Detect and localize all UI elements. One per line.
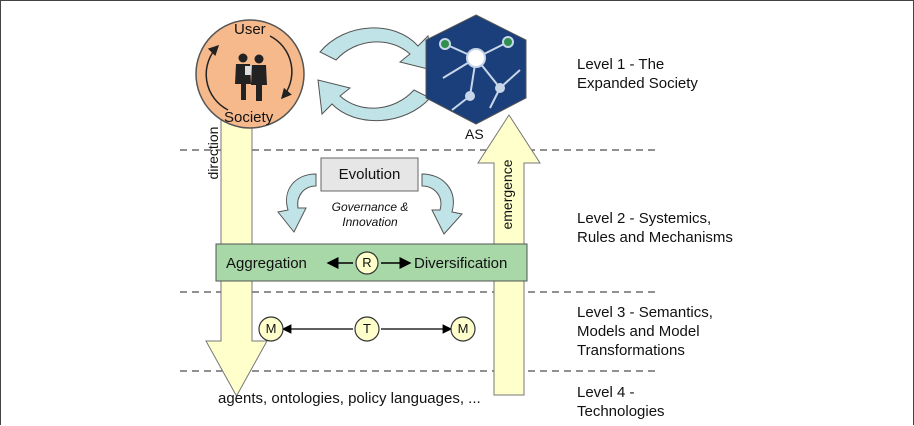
as-label: AS (465, 126, 484, 142)
level-1-label: Level 1 - The Expanded Society (577, 56, 698, 92)
direction-label: direction (205, 126, 221, 180)
curved-arrow-bottom (317, 79, 431, 122)
cycle-arrow-right (269, 35, 293, 100)
user-label: User (234, 21, 266, 38)
t-circle (354, 316, 380, 342)
m-circle-left (258, 316, 284, 342)
as-hexagon (425, 14, 527, 125)
cycle-arrow-left (205, 44, 229, 111)
people-icon (235, 53, 267, 101)
m-right-label: M (457, 321, 469, 336)
m-circle-right (450, 316, 476, 342)
evolution-box (320, 157, 419, 192)
level-2-label: Level 2 - Systemics, Rules and Mechanism… (577, 210, 733, 246)
technologies-label: agents, ontologies, policy languages, ..… (218, 390, 481, 407)
network-icon (439, 36, 521, 111)
diversification-label: Diversification (414, 255, 508, 272)
level-4-label: Level 4 - Technologies (577, 384, 665, 420)
aggregation-label: Aggregation (226, 255, 307, 272)
t-label: T (363, 321, 371, 336)
society-label: Society (224, 109, 274, 126)
level-3-label: Level 3 - Semantics, Models and Model Tr… (577, 304, 713, 359)
r-label: R (362, 255, 372, 270)
curved-arrow-top (319, 27, 433, 71)
evolution-label: Evolution (338, 166, 401, 183)
m-left-label: M (265, 321, 277, 336)
governance-label: Governance & Innovation (331, 200, 409, 229)
evolution-arrow-right (421, 173, 463, 235)
emergence-label: emergence (499, 159, 515, 230)
evolution-arrow-left (277, 173, 317, 233)
r-circle (355, 251, 379, 275)
